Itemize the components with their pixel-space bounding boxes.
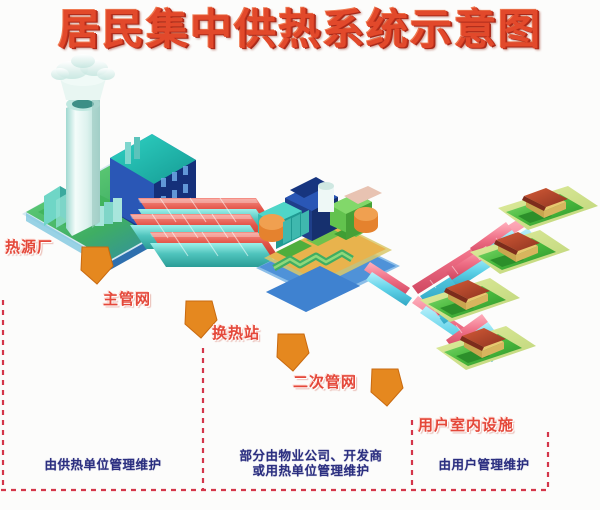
label-heat-exchange-station: 换热站 [212, 324, 261, 342]
stage-arrow-1 [80, 246, 114, 285]
zone-caption-user: 由用户管理维护 [438, 457, 530, 472]
user-house [498, 186, 598, 230]
zone-caption-heating-unit: 由供热单位管理维护 [44, 457, 162, 472]
zone-caption-property-developer: 部分由物业公司、开发商 或用热单位管理维护 [216, 448, 406, 478]
zone-caption-property-developer-line1: 部分由物业公司、开发商 [239, 448, 383, 463]
stage-arrow-2 [184, 300, 218, 339]
label-main-pipe-network: 主管网 [103, 290, 152, 308]
heat-exchange-station-illustration [256, 177, 400, 312]
stage-arrow-3 [276, 333, 310, 372]
page-title: 居民集中供热系统示意图 [57, 5, 542, 54]
main-pipe-network-illustration [130, 197, 278, 267]
zone-divider-lines [1, 300, 550, 492]
user-house [420, 278, 520, 322]
stage-arrow-4 [370, 368, 404, 407]
user-house [470, 230, 570, 274]
zone-caption-property-developer-line2: 或用热单位管理维护 [252, 463, 370, 478]
label-heat-source-plant: 热源厂 [5, 238, 54, 256]
label-indoor-facilities: 用户室内设施 [418, 416, 515, 434]
label-secondary-pipe-network: 二次管网 [293, 373, 358, 391]
steam [51, 54, 115, 80]
user-house [436, 326, 536, 370]
